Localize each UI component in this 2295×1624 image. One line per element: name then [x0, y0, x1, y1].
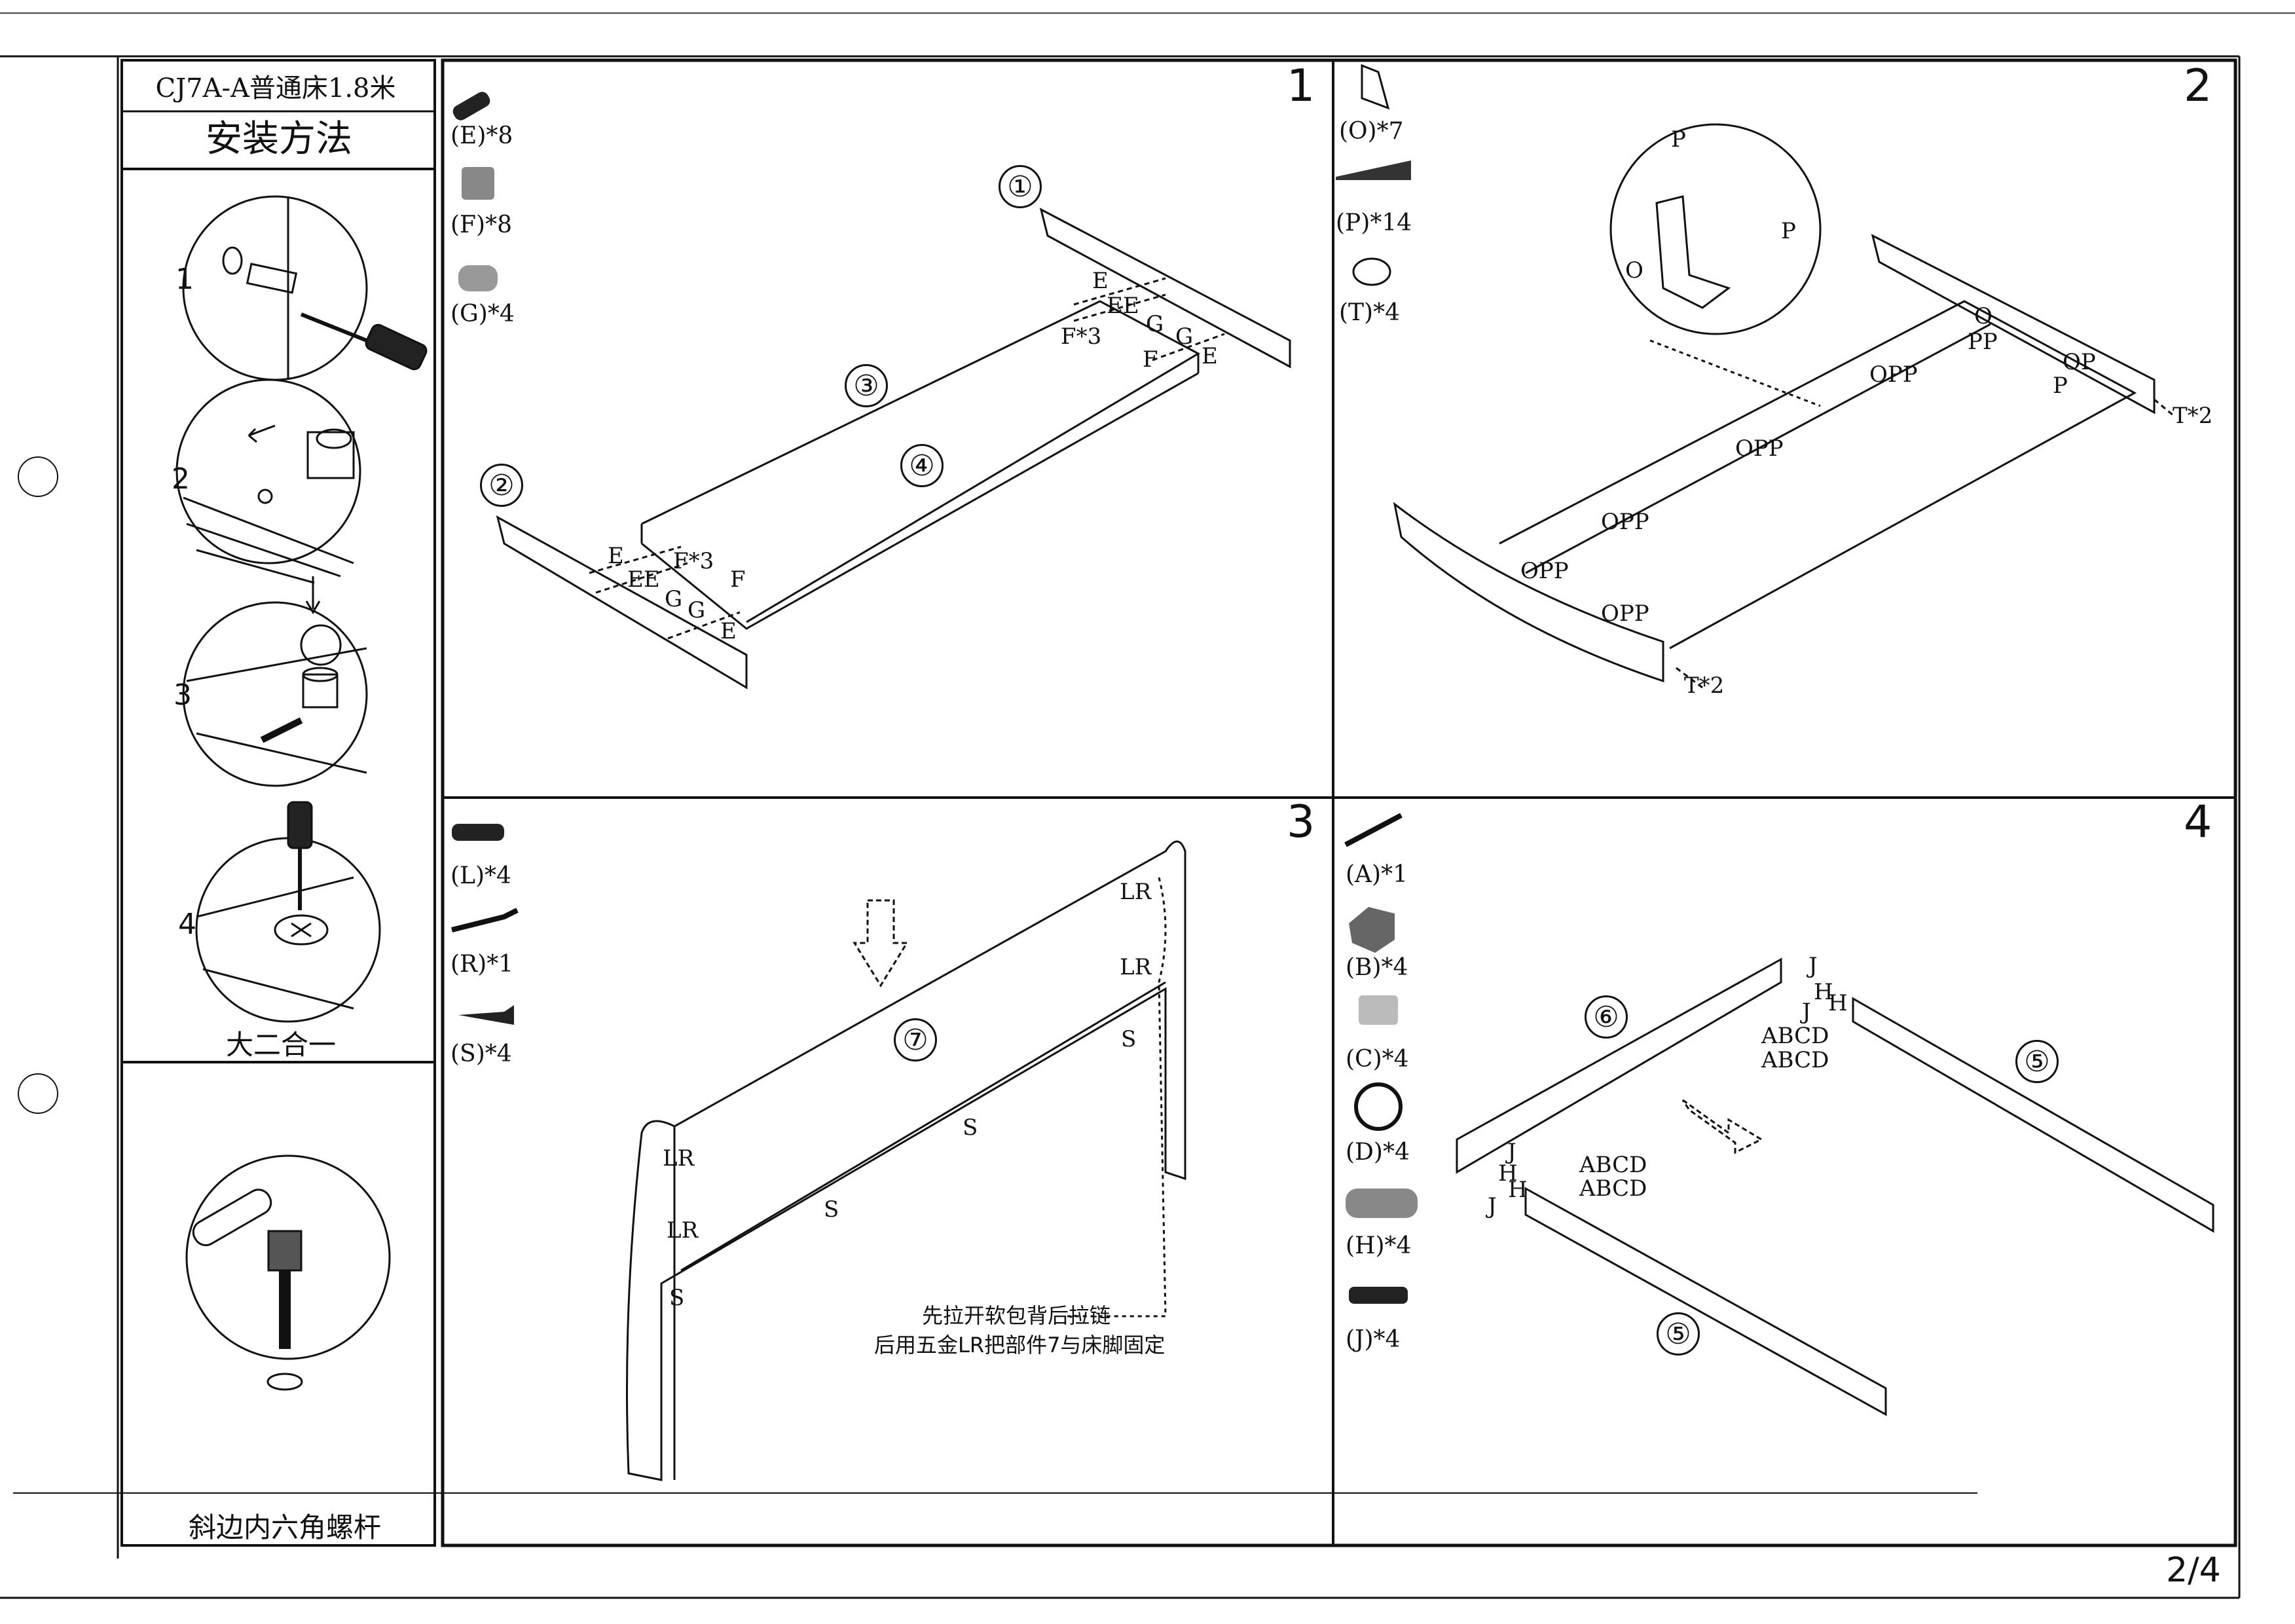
part-D-qty: (D)*4	[1346, 1139, 1410, 1166]
callout-1: ①	[999, 165, 1042, 208]
callout-2: ②	[480, 464, 523, 507]
label-abcd: ABCD	[1761, 1023, 1829, 1049]
model-title: CJ7A-A普通床1.8米	[155, 73, 396, 103]
callout-5: ⑤	[1657, 1312, 1700, 1356]
label-h: H	[1814, 979, 1833, 1005]
part-S-qty: (S)*4	[450, 1041, 512, 1067]
label-p: P	[1671, 126, 1686, 153]
label-g: G	[1175, 323, 1194, 350]
label-p: P	[2053, 373, 2068, 399]
label-lr: LR	[1120, 879, 1152, 905]
part-C-qty: (C)*4	[1346, 1046, 1409, 1073]
label-f3: F*3	[1061, 323, 1102, 350]
label-ee: EE	[627, 566, 660, 593]
callout-6: ⑥	[1585, 995, 1628, 1039]
label-pp: PP	[1968, 329, 1998, 355]
label-opp: OPP	[1869, 361, 1918, 388]
callout-5: ⑤	[2015, 1040, 2059, 1083]
part-G-qty: (G)*4	[450, 301, 515, 327]
part-E-qty: (E)*8	[450, 122, 513, 149]
label-abcd: ABCD	[1579, 1152, 1647, 1178]
label-t2: T*2	[1684, 673, 1725, 699]
part-T-qty: (T)*4	[1339, 299, 1401, 326]
label-j: J	[1808, 953, 1818, 979]
panel-1-number: 1	[1287, 60, 1315, 112]
sidebar-illustrations	[175, 195, 428, 1391]
label-o: O	[1625, 257, 1643, 284]
label-lr: LR	[667, 1217, 699, 1244]
panel-3-number: 3	[1287, 796, 1315, 848]
part-R-qty: (R)*1	[450, 951, 514, 978]
label-lr: LR	[1120, 954, 1152, 980]
label-t2: T*2	[2173, 403, 2213, 429]
label-j: J	[1802, 999, 1811, 1025]
instruction-note-line2: 后用五金LR把部件7与床脚固定	[874, 1333, 1166, 1357]
panel4-drawing	[1456, 957, 2214, 1416]
page-number: 2/4	[2166, 1551, 2221, 1590]
part-F-qty: (F)*8	[450, 212, 512, 238]
label-opp: OPP	[1520, 558, 1569, 584]
caption-connector: 大二合一	[226, 1029, 337, 1061]
callout-3: ③	[845, 364, 888, 407]
sidebar-step-4: 4	[178, 908, 196, 941]
label-e: E	[1092, 268, 1109, 294]
label-opp: OPP	[1601, 600, 1649, 627]
label-s: S	[963, 1115, 978, 1141]
part-B-qty: (B)*4	[1346, 954, 1408, 981]
sidebar-step-3: 3	[174, 678, 192, 712]
panel1-drawing	[496, 208, 1291, 690]
panel-4-number: 4	[2184, 796, 2212, 848]
instruction-note-line1: 先拉开软包背后拉链	[922, 1303, 1111, 1328]
label-op: OP	[2063, 349, 2096, 375]
label-s: S	[824, 1196, 839, 1223]
label-opp: OPP	[1735, 435, 1784, 462]
part-L-qty: (L)*4	[450, 862, 511, 889]
label-j: J	[1488, 1193, 1497, 1219]
part-O-qty: (O)*7	[1339, 118, 1404, 145]
sidebar-step-2: 2	[172, 462, 190, 496]
callout-7: ⑦	[894, 1018, 937, 1061]
panel-2-number: 2	[2184, 60, 2212, 112]
caption-hex-bolt: 斜边内六角螺杆	[189, 1511, 382, 1543]
label-e: E	[1202, 343, 1218, 369]
page-heading: 安装方法	[206, 118, 352, 160]
label-e: E	[720, 618, 737, 644]
label-h: H	[1508, 1177, 1528, 1203]
label-s: S	[1121, 1026, 1137, 1052]
label-o: O	[1974, 303, 1992, 329]
label-f: F	[1143, 346, 1158, 373]
label-j: J	[1507, 1139, 1516, 1165]
part-H-qty: (H)*4	[1346, 1232, 1412, 1259]
label-e: E	[608, 543, 624, 569]
label-f: F	[730, 566, 746, 593]
part-J-qty: (J)*4	[1346, 1326, 1401, 1353]
label-p: P	[1781, 218, 1796, 244]
part-icons	[451, 64, 1418, 1304]
label-lr: LR	[663, 1145, 695, 1172]
panel2-drawing	[1393, 123, 2175, 689]
part-A-qty: (A)*1	[1346, 861, 1408, 888]
label-ee: EE	[1107, 293, 1139, 319]
label-opp: OPP	[1601, 509, 1649, 535]
callout-4: ④	[900, 444, 944, 487]
sidebar-step-1: 1	[175, 263, 194, 296]
label-s: S	[669, 1285, 685, 1311]
label-g: G	[688, 597, 706, 623]
label-abcd: ABCD	[1579, 1175, 1647, 1202]
label-g: G	[665, 586, 683, 612]
label-h: H	[1498, 1160, 1518, 1187]
label-f3: F*3	[673, 548, 714, 574]
label-g: G	[1146, 311, 1164, 337]
part-P-qty: (P)*14	[1336, 210, 1412, 236]
label-h: H	[1828, 990, 1848, 1016]
panel3-drawing	[626, 840, 1186, 1481]
label-abcd: ABCD	[1761, 1047, 1829, 1073]
